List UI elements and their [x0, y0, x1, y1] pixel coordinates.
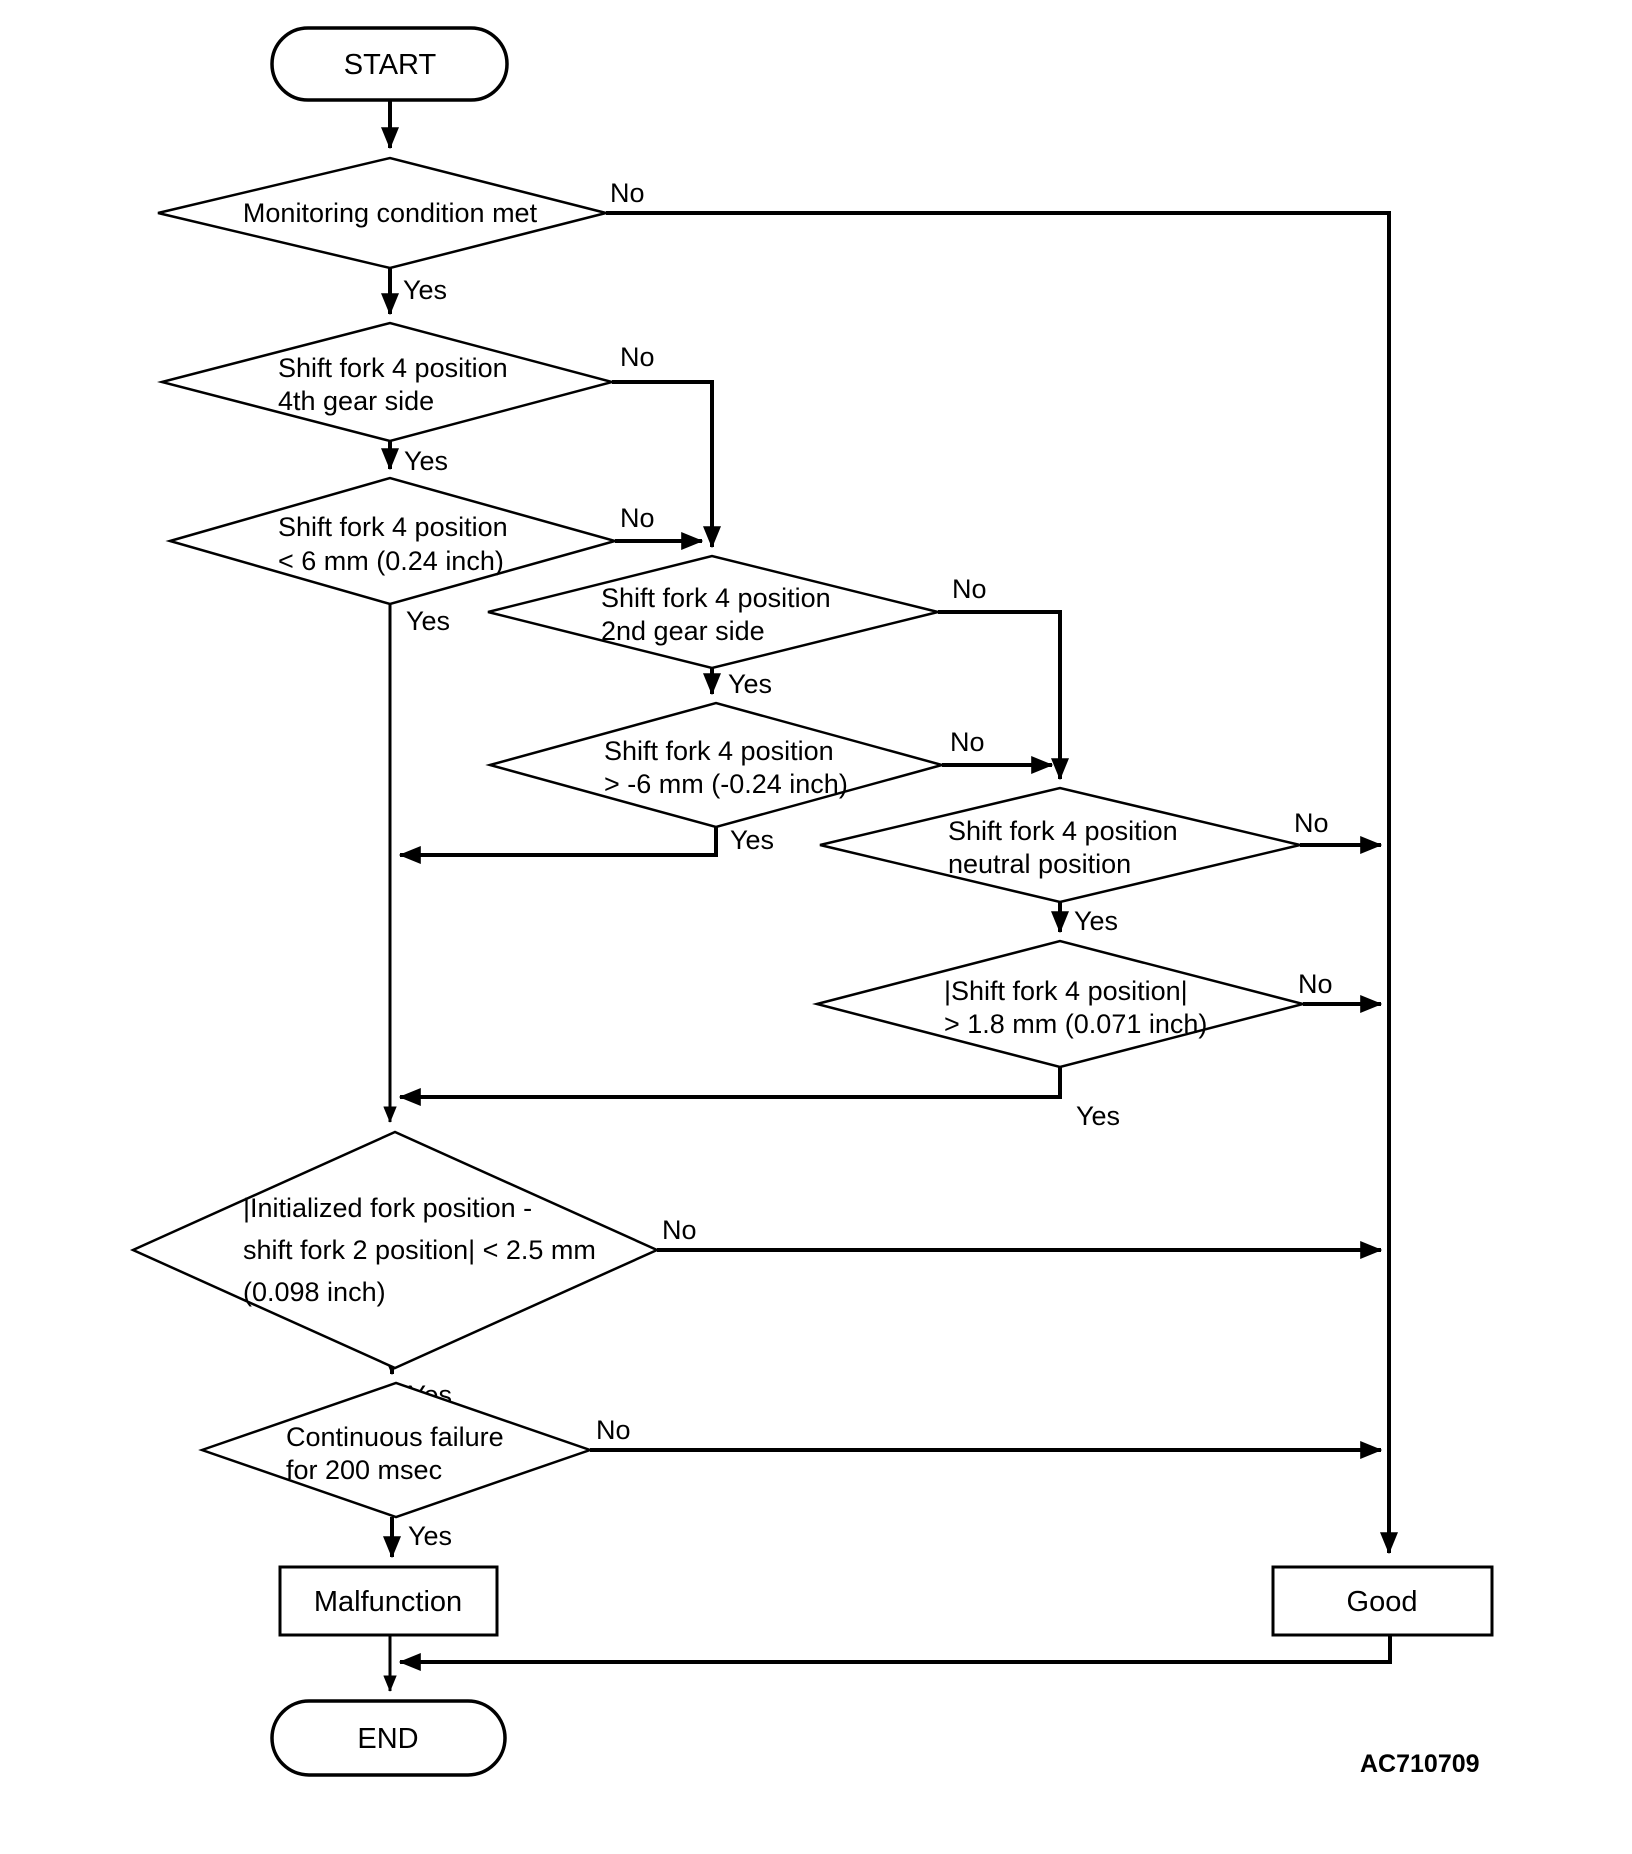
label-no-monitoring: No: [610, 178, 645, 208]
edge-labels: Yes No Yes No Yes No Yes No Yes No Yes N…: [403, 178, 1333, 1551]
good-node: Good: [1271, 1565, 1494, 1637]
decision-4th-gear-text: Shift fork 4 position 4th gear side: [278, 353, 515, 416]
label-yes-monitoring: Yes: [403, 275, 447, 305]
label-no-d5: No: [950, 727, 985, 757]
label-no-d3: No: [620, 503, 655, 533]
label-yes-d3: Yes: [406, 606, 450, 636]
label-yes-d6: Yes: [1074, 906, 1118, 936]
good-label: Good: [1347, 1586, 1418, 1618]
decision-2nd-gear-line1: Shift fork 4 position: [601, 583, 831, 613]
decision-monitoring-shape: [157, 156, 607, 270]
end-node: END: [270, 1699, 507, 1777]
label-no-d9: No: [596, 1415, 631, 1445]
decision-abs-gt-1p8mm-line1: |Shift fork 4 position|: [944, 976, 1188, 1006]
decision-neutral-line2: neutral position: [948, 849, 1131, 879]
decision-init-fork-diff-line2: shift fork 2 position| < 2.5 mm: [243, 1235, 596, 1265]
decision-neutral-shape: [819, 786, 1301, 904]
decision-abs-gt-1p8mm-shape: [812, 939, 1308, 1069]
decision-init-fork-diff: |Initialized fork position - shift fork …: [129, 1130, 661, 1370]
decision-init-fork-diff-line3: (0.098 inch): [243, 1277, 386, 1307]
edge-monitoring-no-rail: [606, 211, 1398, 1555]
decision-gt-neg6mm-text: Shift fork 4 position > -6 mm (-0.24 inc…: [604, 736, 848, 799]
start-shape: [270, 26, 509, 102]
label-no-d7: No: [1298, 969, 1333, 999]
edge-d7-yes-merge: [398, 1067, 1062, 1106]
decision-continuous-failure-text: Continuous failure for 200 msec: [286, 1422, 511, 1485]
edge-d5-yes-merge: [398, 827, 718, 864]
start-label: START: [344, 49, 437, 81]
decision-continuous-failure-line1: Continuous failure: [286, 1422, 504, 1452]
decision-shift-fork4-4th-gear: Shift fork 4 position 4th gear side: [157, 321, 617, 443]
decision-2nd-gear-shape: [487, 554, 939, 670]
decision-init-fork-diff-text: |Initialized fork position - shift fork …: [243, 1193, 603, 1307]
decision-continuous-failure-shape: [198, 1381, 594, 1519]
decision-gt-neg6mm-shape: [485, 701, 947, 829]
label-yes-d4: Yes: [728, 669, 772, 699]
decision-monitoring-condition: Monitoring condition met: [157, 156, 607, 270]
decision-shift-fork4-neutral: Shift fork 4 position neutral position: [819, 786, 1301, 904]
edge-good-merge: [398, 1635, 1392, 1671]
decision-abs-gt-1p8mm-text: |Shift fork 4 position| > 1.8 mm (0.071 …: [944, 976, 1207, 1039]
decision-continuous-failure-line2: for 200 msec: [286, 1455, 442, 1485]
decision-gt-neg6mm-line2: > -6 mm (-0.24 inch): [604, 769, 848, 799]
label-yes-d2: Yes: [404, 446, 448, 476]
end-label: END: [357, 1723, 418, 1755]
start-node: START: [270, 26, 509, 102]
decision-2nd-gear-text: Shift fork 4 position 2nd gear side: [601, 583, 838, 646]
label-yes-d7: Yes: [1076, 1101, 1120, 1131]
decision-lt-6mm-text: Shift fork 4 position < 6 mm (0.24 inch): [278, 512, 515, 576]
label-yes-d9: Yes: [408, 1521, 452, 1551]
decision-4th-gear-shape: [157, 321, 617, 443]
decision-lt-6mm-shape: [165, 476, 620, 606]
label-no-d6: No: [1294, 808, 1329, 838]
decision-gt-neg6mm-line1: Shift fork 4 position: [604, 736, 834, 766]
label-no-d2: No: [620, 342, 655, 372]
decision-init-fork-diff-shape: [129, 1130, 661, 1370]
label-yes-d5: Yes: [730, 825, 774, 855]
decision-shift-fork4-gt-neg6mm: Shift fork 4 position > -6 mm (-0.24 inc…: [485, 701, 947, 829]
good-shape: [1271, 1565, 1494, 1637]
decision-4th-gear-line1: Shift fork 4 position: [278, 353, 508, 383]
edges: [381, 100, 1398, 1692]
decision-lt-6mm-line1: Shift fork 4 position: [278, 512, 508, 542]
label-no-d4: No: [952, 574, 987, 604]
decision-abs-gt-1p8mm-line2: > 1.8 mm (0.071 inch): [944, 1009, 1207, 1039]
decision-neutral-text: Shift fork 4 position neutral position: [948, 816, 1185, 879]
decision-4th-gear-line2: 4th gear side: [278, 386, 434, 416]
decision-2nd-gear-line2: 2nd gear side: [601, 616, 765, 646]
decision-monitoring-text: Monitoring condition met: [243, 198, 538, 228]
decision-shift-fork4-2nd-gear: Shift fork 4 position 2nd gear side: [487, 554, 939, 670]
edge-d4-no: [938, 610, 1069, 781]
edge-d2-no: [612, 380, 721, 549]
decision-continuous-failure: Continuous failure for 200 msec: [198, 1381, 594, 1519]
decision-init-fork-diff-line1: |Initialized fork position -: [243, 1193, 532, 1223]
decision-shift-fork4-lt-6mm: Shift fork 4 position < 6 mm (0.24 inch): [165, 476, 620, 606]
decision-lt-6mm-line2: < 6 mm (0.24 inch): [278, 546, 504, 576]
figure-code: AC710709: [1360, 1750, 1480, 1778]
end-shape: [270, 1699, 507, 1777]
malfunction-shape: [278, 1565, 499, 1637]
decision-neutral-line1: Shift fork 4 position: [948, 816, 1178, 846]
malfunction-node: Malfunction: [278, 1565, 499, 1637]
decision-shift-fork4-abs-gt-1p8mm: |Shift fork 4 position| > 1.8 mm (0.071 …: [812, 939, 1308, 1069]
label-no-d8: No: [662, 1215, 697, 1245]
malfunction-label: Malfunction: [314, 1586, 462, 1618]
